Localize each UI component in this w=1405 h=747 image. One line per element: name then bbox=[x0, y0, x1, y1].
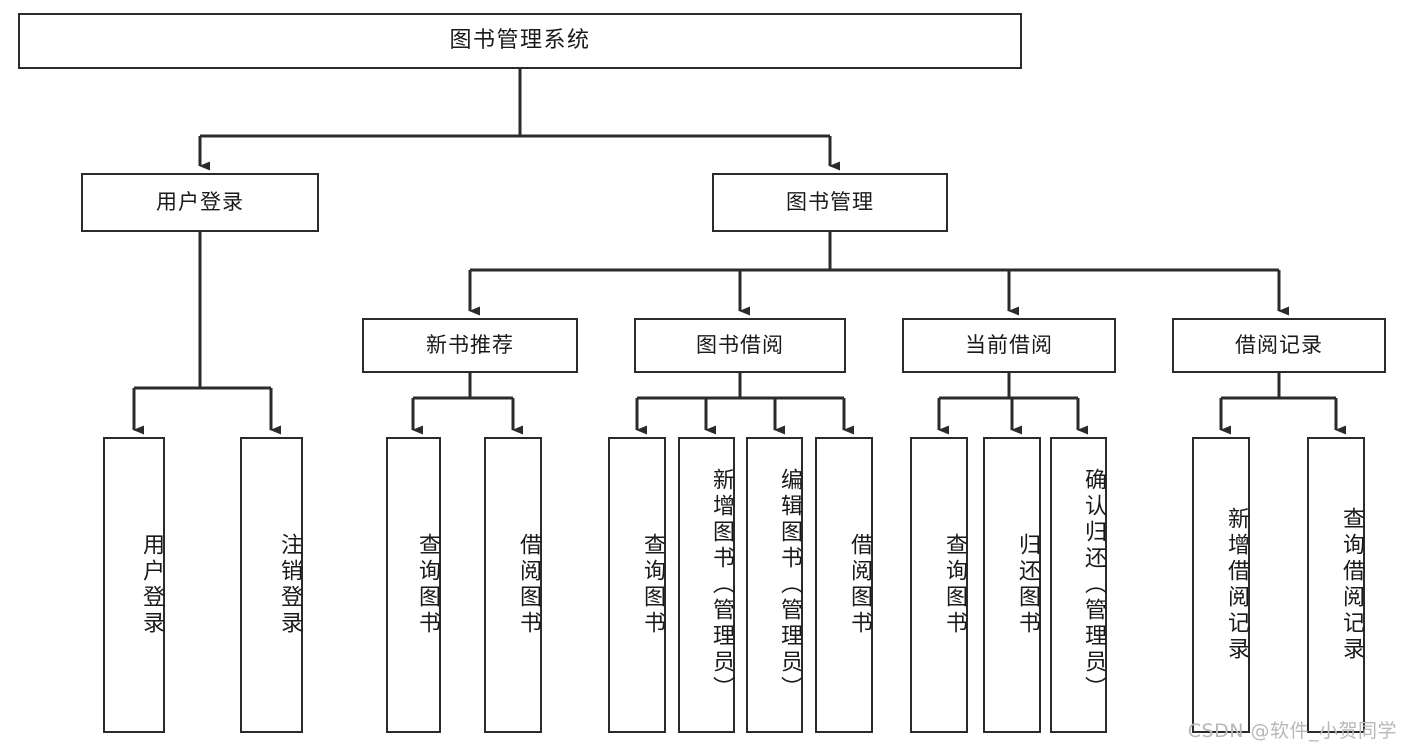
node-borrow-record[interactable]: 借阅记录 bbox=[1172, 318, 1386, 373]
node-borrow-record-label: 借阅记录 bbox=[1235, 332, 1323, 357]
node-leaf-label: 用户登录 bbox=[139, 533, 164, 637]
node-current-borrow[interactable]: 当前借阅 bbox=[902, 318, 1116, 373]
node-leaf-label: 查询借阅记录 bbox=[1339, 507, 1364, 663]
node-leaf-label: 确认归还（管理员） bbox=[1081, 468, 1106, 702]
node-leaf-label: 借阅图书 bbox=[516, 533, 541, 637]
node-leaf-label: 借阅图书 bbox=[847, 533, 872, 637]
watermark-text: CSDN @软件_小贺同学 bbox=[1187, 720, 1397, 742]
node-user-login-label: 用户登录 bbox=[156, 189, 244, 214]
node-book-borrow[interactable]: 图书借阅 bbox=[634, 318, 846, 373]
node-leaf-label: 编辑图书（管理员） bbox=[777, 468, 802, 702]
node-leaf-label: 新增借阅记录 bbox=[1224, 507, 1249, 663]
node-user-login[interactable]: 用户登录 bbox=[81, 173, 319, 232]
node-root-book-management-system[interactable]: 图书管理系统 bbox=[18, 13, 1022, 69]
node-leaf-borrow-book-2[interactable]: 借阅图书 bbox=[815, 437, 873, 733]
node-current-borrow-label: 当前借阅 bbox=[965, 332, 1053, 357]
node-leaf-add-record[interactable]: 新增借阅记录 bbox=[1192, 437, 1250, 733]
node-leaf-label: 注销登录 bbox=[277, 533, 302, 637]
node-new-book-recommend-label: 新书推荐 bbox=[426, 332, 514, 357]
node-leaf-query-book-2[interactable]: 查询图书 bbox=[608, 437, 666, 733]
node-leaf-query-book-3[interactable]: 查询图书 bbox=[910, 437, 968, 733]
node-book-manage[interactable]: 图书管理 bbox=[712, 173, 948, 232]
node-leaf-label: 查询图书 bbox=[415, 533, 440, 637]
node-leaf-edit-book[interactable]: 编辑图书（管理员） bbox=[746, 437, 803, 733]
node-leaf-return-book[interactable]: 归还图书 bbox=[983, 437, 1041, 733]
node-book-manage-label: 图书管理 bbox=[786, 189, 874, 214]
node-leaf-add-book[interactable]: 新增图书（管理员） bbox=[678, 437, 735, 733]
node-leaf-query-book-1[interactable]: 查询图书 bbox=[386, 437, 441, 733]
node-leaf-confirm-return[interactable]: 确认归还（管理员） bbox=[1050, 437, 1107, 733]
node-root-label: 图书管理系统 bbox=[449, 27, 591, 53]
node-leaf-label: 查询图书 bbox=[942, 533, 967, 637]
node-new-book-recommend[interactable]: 新书推荐 bbox=[362, 318, 578, 373]
node-book-borrow-label: 图书借阅 bbox=[696, 332, 784, 357]
node-leaf-user-logout[interactable]: 注销登录 bbox=[240, 437, 303, 733]
node-leaf-query-record[interactable]: 查询借阅记录 bbox=[1307, 437, 1365, 733]
node-leaf-borrow-book-1[interactable]: 借阅图书 bbox=[484, 437, 542, 733]
node-leaf-label: 归还图书 bbox=[1015, 533, 1040, 637]
node-leaf-label: 查询图书 bbox=[640, 533, 665, 637]
node-leaf-label: 新增图书（管理员） bbox=[709, 468, 734, 702]
node-leaf-user-login[interactable]: 用户登录 bbox=[103, 437, 165, 733]
